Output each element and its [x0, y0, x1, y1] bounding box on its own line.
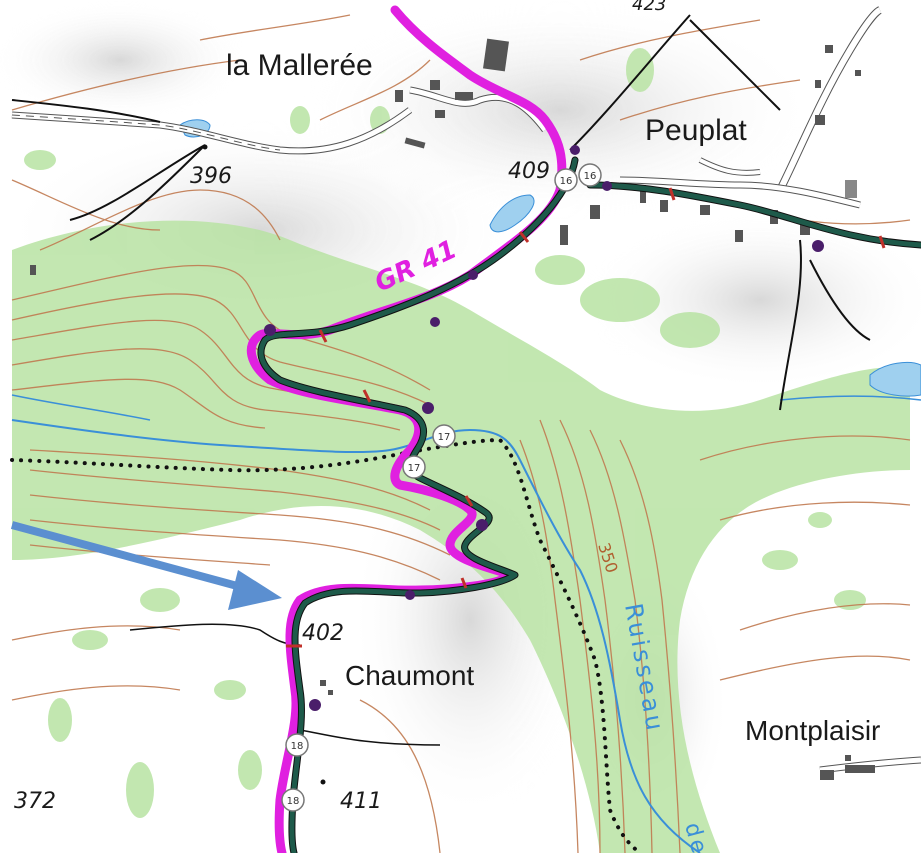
annotation-arrow: [10, 521, 282, 610]
waypoint-label: 17: [408, 463, 421, 474]
waypoint-marker-18b[interactable]: 18: [281, 788, 305, 812]
waypoint-label: 16: [584, 171, 597, 182]
spot-height-dot: [320, 779, 326, 785]
waypoint-markers[interactable]: 16 16 17 17 18 18: [281, 163, 602, 812]
track-nodes: [264, 145, 824, 711]
elevation-label-372: 372: [14, 789, 56, 814]
waypoint-label: 18: [287, 796, 300, 807]
waypoint-label: 16: [560, 176, 573, 187]
waypoint-marker-17b[interactable]: 17: [402, 455, 426, 479]
place-label-montplaisir: Montplaisir: [745, 715, 880, 746]
waypoint-marker-18a[interactable]: 18: [285, 733, 309, 757]
boundary-line: [10, 437, 642, 853]
place-label-chaumont: Chaumont: [345, 660, 474, 691]
elevation-label-402: 402: [302, 621, 344, 646]
elevation-label-411: 411: [340, 789, 382, 814]
place-label-la-malleree: la Mallerée: [226, 49, 373, 82]
waypoint-marker-17a[interactable]: 17: [432, 424, 456, 448]
waypoint-marker-16b[interactable]: 16: [578, 163, 602, 187]
waypoint-marker-16a[interactable]: 16: [554, 168, 578, 192]
hiking-track: [257, 156, 921, 853]
place-label-peuplat: Peuplat: [645, 114, 747, 147]
spot-height-dot: [202, 144, 208, 150]
contour-lines: [11, 14, 911, 853]
waypoint-label: 18: [291, 741, 304, 752]
elevation-label-396: 396: [190, 164, 232, 189]
elevation-label-409: 409: [508, 159, 550, 184]
track-ticks: [286, 187, 886, 648]
elevation-label-top: 423: [632, 0, 666, 15]
roads: [11, 6, 921, 774]
waypoint-label: 17: [438, 432, 451, 443]
forest-areas: [12, 48, 910, 853]
